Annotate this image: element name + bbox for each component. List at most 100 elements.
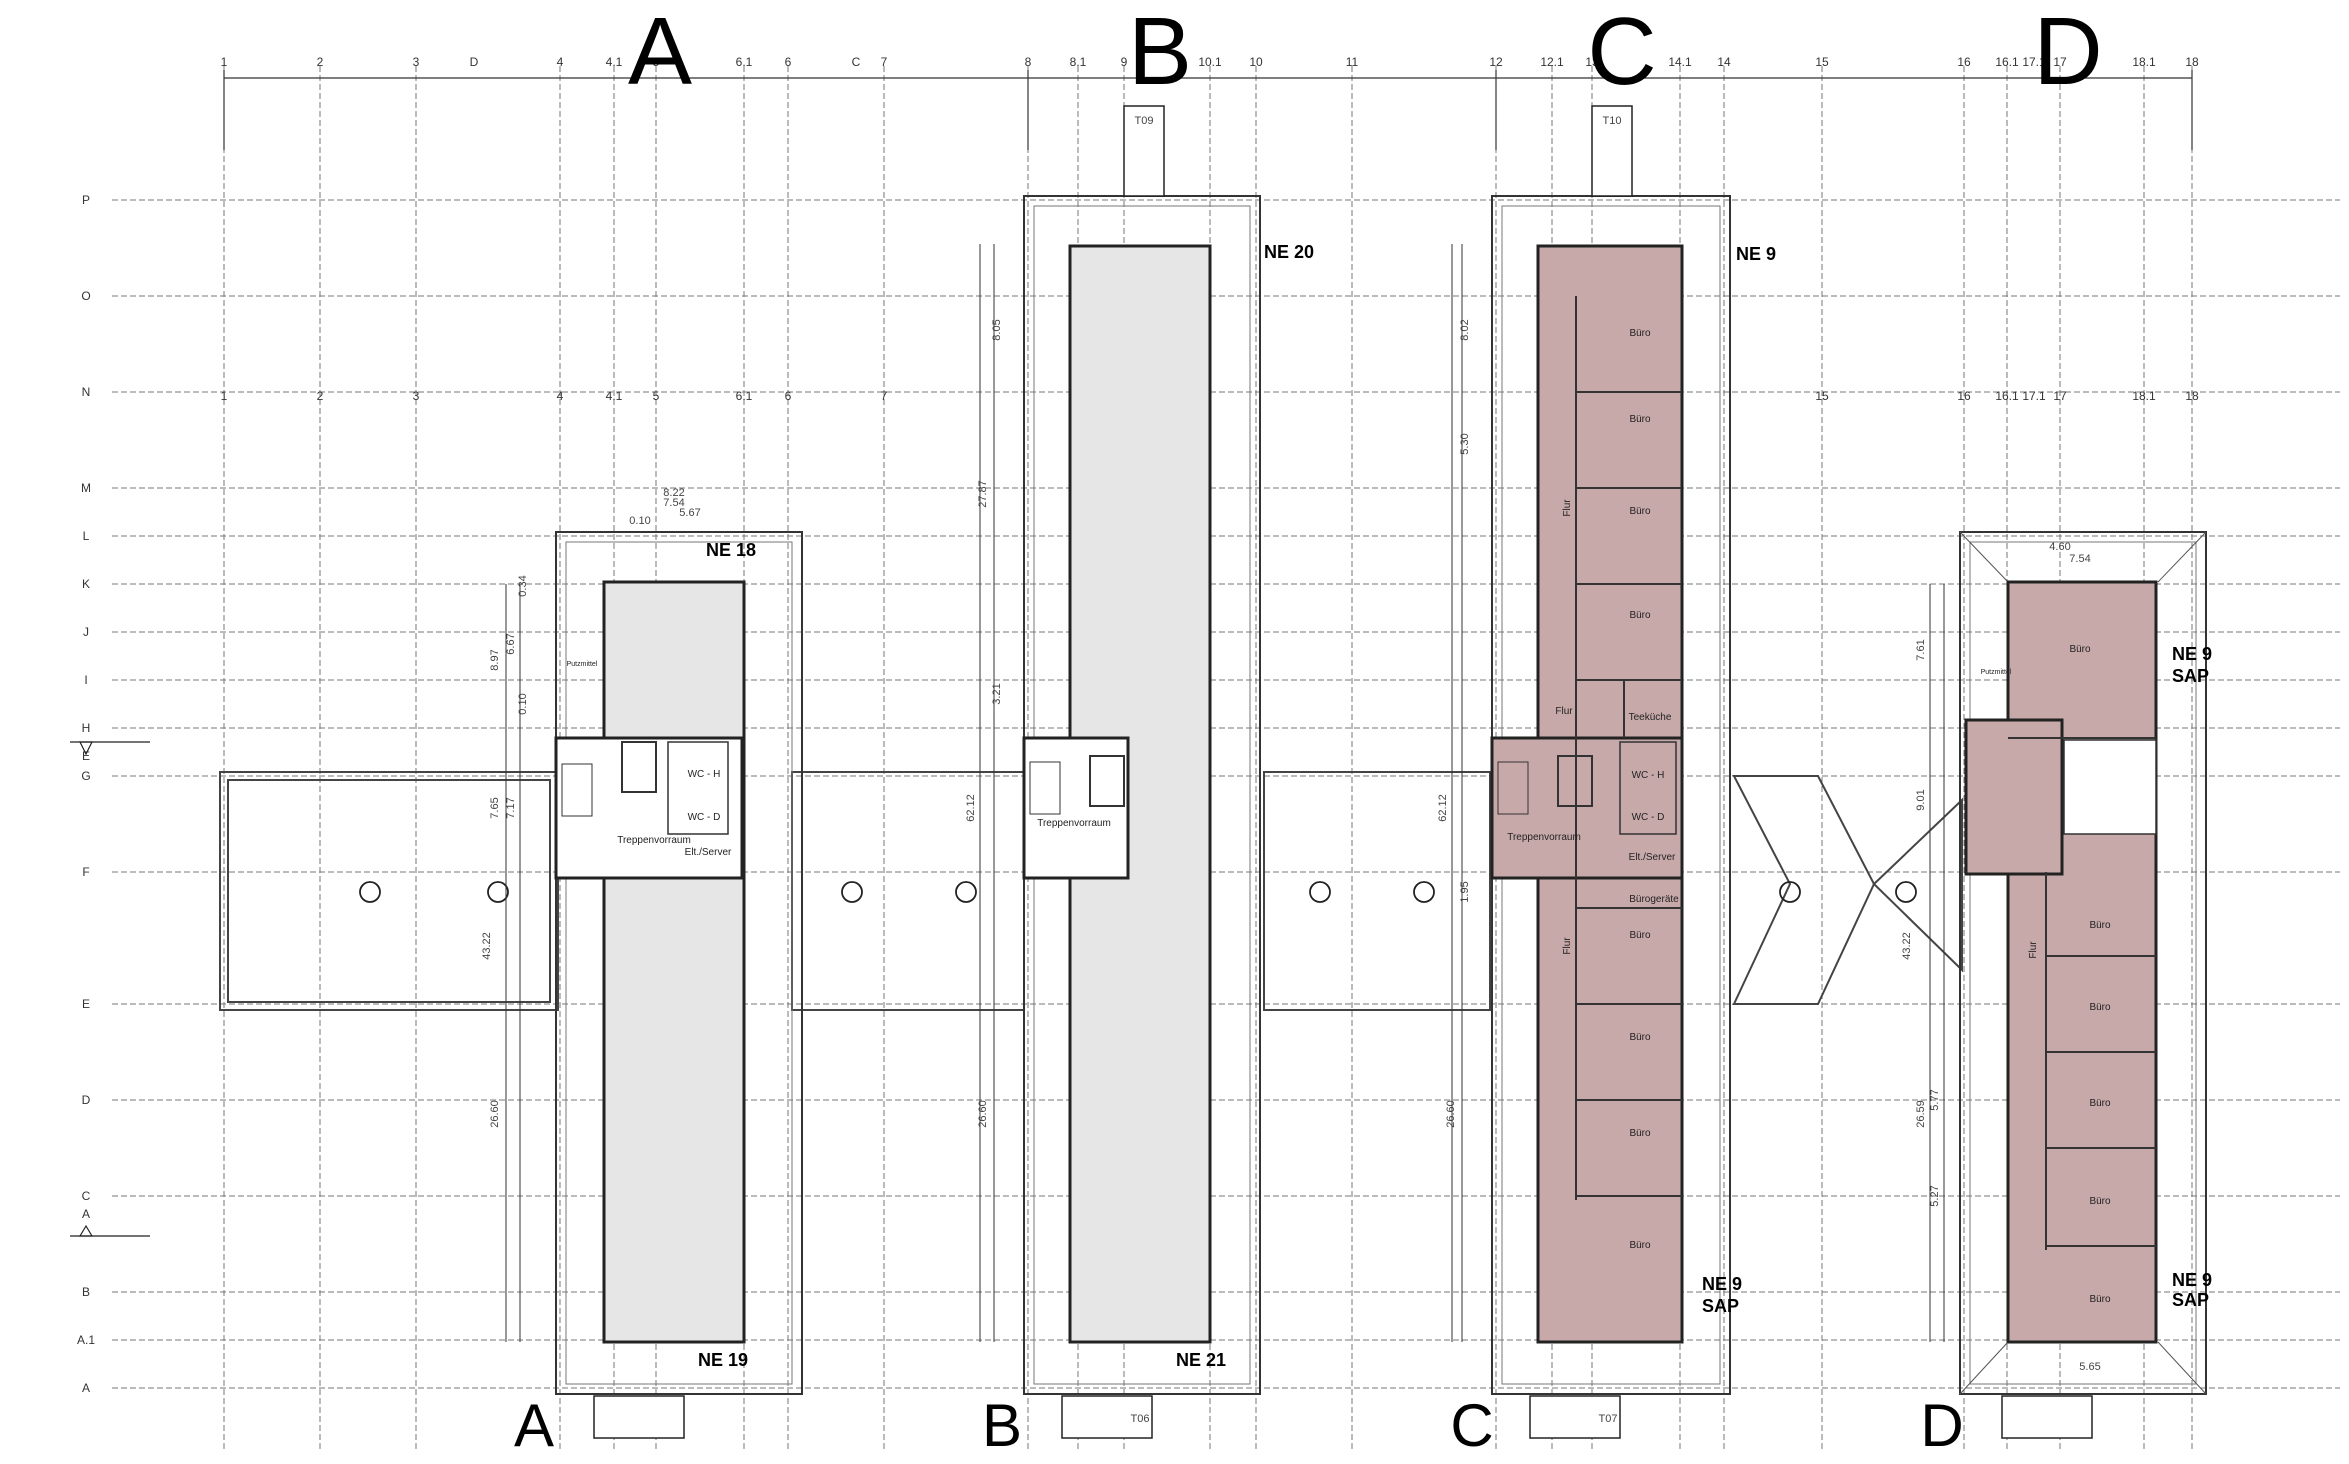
- axis-label: 16: [1957, 55, 1971, 69]
- ne-label: NE 9: [1736, 244, 1776, 264]
- axis-label: 16.1: [1995, 55, 2019, 69]
- axis-label: N: [82, 385, 91, 399]
- building-d: Büro Büro Büro Büro Büro Büro Flur Putzm…: [1901, 0, 2212, 1459]
- axis-label: 6.1: [736, 389, 753, 403]
- axis-label: 16.1: [1995, 389, 2019, 403]
- room-label: Elt./Server: [685, 847, 732, 858]
- axis-label: 15: [1815, 389, 1829, 403]
- dimension: 62.12: [1437, 794, 1449, 822]
- ne-label: NE 9: [1702, 1274, 1742, 1294]
- dimension: 9.01: [1915, 789, 1927, 810]
- room-label: Treppenvorraum: [1507, 832, 1581, 843]
- ne-label: NE 21: [1176, 1350, 1226, 1370]
- axis-label: 8: [1025, 55, 1032, 69]
- room-label: Büro: [1629, 610, 1651, 621]
- axis-label: 4: [557, 55, 564, 69]
- axis-label: 10: [1249, 55, 1263, 69]
- ne-label: NE 20: [1264, 242, 1314, 262]
- room-label: Büro: [1629, 1240, 1651, 1251]
- axis-label: 7: [881, 55, 888, 69]
- axis-label: D: [82, 1093, 91, 1107]
- axis-label: 10.1: [1198, 55, 1222, 69]
- axis-label: F: [82, 865, 89, 879]
- ne-label: NE 18: [706, 540, 756, 560]
- room-label: Büro: [1629, 1032, 1651, 1043]
- axis-label: 1: [221, 55, 228, 69]
- axis-label: E: [82, 749, 90, 763]
- room-label: Elt./Server: [1629, 852, 1676, 863]
- stair-label: T06: [1131, 1413, 1150, 1425]
- dimension: 5.77: [1929, 1089, 1941, 1110]
- axis-label: 12.1: [1540, 55, 1564, 69]
- dimension: 6.67: [505, 633, 517, 654]
- building-letter: A: [628, 0, 692, 105]
- axis-label: E: [82, 997, 90, 1011]
- room-label: Büro: [2069, 644, 2091, 655]
- building-letter: B: [1128, 0, 1192, 105]
- axis-label: 6.1: [736, 55, 753, 69]
- axis-label: 15: [1815, 55, 1829, 69]
- axis-label: 18.1: [2132, 55, 2156, 69]
- axis-label: 18: [2185, 389, 2199, 403]
- axis-label: G: [81, 769, 90, 783]
- stair-label: T09: [1135, 115, 1154, 127]
- building-letter: C: [1587, 0, 1656, 105]
- axis-label: 4.1: [606, 55, 623, 69]
- mid-axis-labels: 1 2 3 4 4.1 5 6.1 6 7 15 16 16.1 17.1 17…: [221, 389, 2199, 403]
- room-label: WC - H: [688, 769, 721, 780]
- dimension: 8.97: [489, 649, 501, 670]
- axis-label: H: [82, 721, 91, 735]
- building-c: Büro Büro Büro Büro Büro Büro Büro Büro …: [1437, 0, 1776, 1459]
- dimension: 5.30: [1459, 433, 1471, 454]
- axis-label: 5: [653, 55, 660, 69]
- axis-label: 12: [1489, 55, 1503, 69]
- dimension: 7.54: [663, 497, 684, 509]
- axis-label: C: [82, 1189, 91, 1203]
- room-label: Treppenvorraum: [617, 835, 691, 846]
- axis-label: 16: [1957, 389, 1971, 403]
- building-letter: A: [514, 1392, 554, 1459]
- room-label: Flur: [1562, 499, 1573, 517]
- dimension-chains: [223, 70, 2193, 150]
- dimension: 5.27: [1929, 1185, 1941, 1206]
- dimension: 0.34: [517, 575, 529, 596]
- dimension: 4.60: [2049, 541, 2070, 553]
- room-label: WC - H: [1632, 770, 1665, 781]
- dimension: 7.65: [489, 797, 501, 818]
- room-label: Flur: [1562, 937, 1573, 955]
- axis-label: 8.1: [1070, 55, 1087, 69]
- room-label: Büro: [1629, 1128, 1651, 1139]
- axis-label: 3: [413, 55, 420, 69]
- axis-label: A.1: [77, 1333, 95, 1347]
- ne-label: SAP: [2172, 1290, 2209, 1310]
- axis-label: D: [470, 55, 479, 69]
- dimension: 8.05: [991, 319, 1003, 340]
- room-label: Büro: [1629, 328, 1651, 339]
- dimension: 0.10: [629, 515, 650, 527]
- axis-label: 11: [1346, 55, 1359, 69]
- axis-label: 14.1: [1668, 55, 1692, 69]
- axis-label: A: [82, 1207, 90, 1221]
- room-label: Putzmittel: [567, 661, 598, 668]
- axis-label: I: [84, 673, 87, 687]
- dimension: 26.60: [977, 1100, 989, 1128]
- dimension: 26.60: [489, 1100, 501, 1128]
- axis-label: P: [82, 193, 90, 207]
- axis-label: 6: [785, 389, 792, 403]
- axis-label: 6: [785, 55, 792, 69]
- drain-markers: [359, 881, 1917, 903]
- axis-label: C: [852, 55, 861, 69]
- axis-label: A: [82, 1381, 90, 1395]
- ne-label: SAP: [2172, 666, 2209, 686]
- room-label: Büro: [1629, 930, 1651, 941]
- axis-label: L: [83, 529, 90, 543]
- room-label: Putzmittel: [1981, 669, 2012, 676]
- axis-label: 5: [653, 389, 660, 403]
- room-label: Büro: [2089, 1098, 2111, 1109]
- room-label: Büro: [2089, 1002, 2111, 1013]
- axis-label: 17: [2053, 55, 2067, 69]
- room-label: Büro: [2089, 920, 2111, 931]
- room-label: WC - D: [688, 812, 721, 823]
- dimension: 1.95: [1459, 881, 1471, 902]
